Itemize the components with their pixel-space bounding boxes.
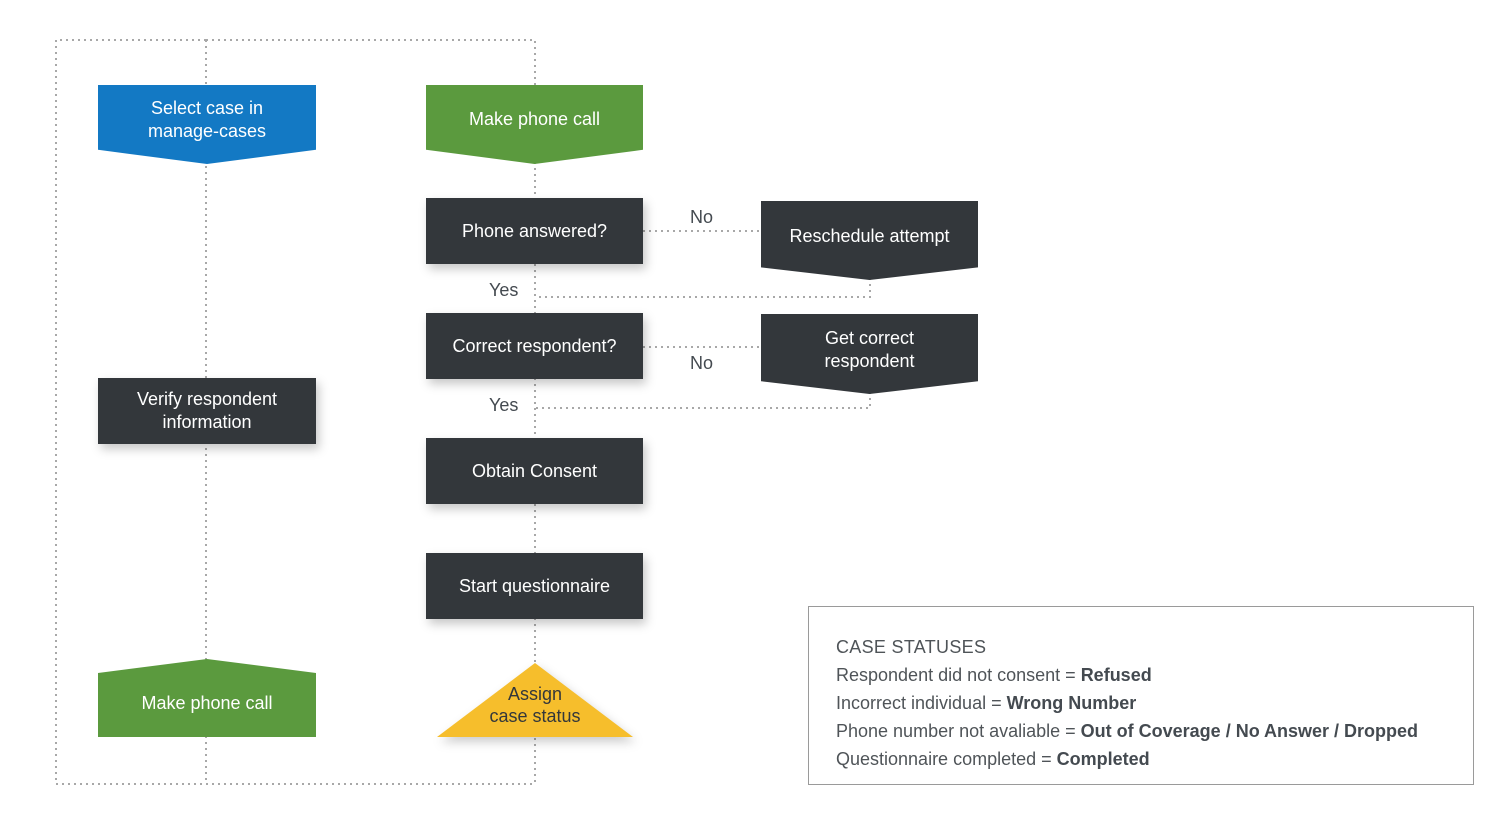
- return-branch-2-line: [535, 392, 871, 409]
- legend-title: CASE STATUSES: [836, 637, 987, 657]
- legend-row-status: Completed: [1056, 749, 1150, 769]
- verify-info-label: Verify respondent information: [136, 389, 278, 432]
- obtain-consent-label: Obtain Consent: [471, 460, 598, 481]
- correct-respondent-label: Correct respondent?: [452, 335, 617, 356]
- assign-status-label: Assign case status: [489, 684, 581, 726]
- assign-status-node: Assign case status: [437, 663, 633, 737]
- reschedule-node: Reschedule attempt: [761, 201, 978, 280]
- legend-row: Respondent did not consent = Refused: [836, 661, 1473, 689]
- legend-row-text: Questionnaire completed =: [836, 749, 1057, 769]
- make-call-top-node: Make phone call: [426, 85, 643, 164]
- select-case-node: Select case in manage-cases: [98, 85, 316, 164]
- loop-frame-line: [55, 39, 206, 785]
- correct-respondent-node: Correct respondent?: [426, 313, 643, 379]
- make-call-left-node: Make phone call: [98, 659, 316, 737]
- phone-answered-label: Phone answered?: [461, 220, 608, 241]
- legend-row: Questionnaire completed = Completed: [836, 745, 1473, 773]
- no-label-1: No: [690, 207, 714, 227]
- make-call-left-label: Make phone call: [141, 692, 273, 713]
- get-correct-label: Get correct respondent: [824, 328, 915, 371]
- verify-info-node: Verify respondent information: [98, 378, 316, 444]
- make-call-top-label: Make phone call: [468, 109, 601, 129]
- yes-label-2: Yes: [489, 395, 519, 415]
- legend-row-text: Respondent did not consent =: [836, 665, 1081, 685]
- legend-row-status: Wrong Number: [1006, 693, 1137, 713]
- legend-row-text: Incorrect individual =: [836, 693, 1007, 713]
- obtain-consent-node: Obtain Consent: [426, 438, 643, 504]
- yes-label-1: Yes: [489, 280, 519, 300]
- phone-answered-node: Phone answered?: [426, 198, 643, 264]
- return-branch-1-line: [535, 278, 871, 298]
- start-questionnaire-label: Start questionnaire: [458, 575, 611, 596]
- get-correct-node: Get correct respondent: [761, 314, 978, 394]
- loop-frame-top-line: [206, 39, 536, 85]
- legend-row-status: Refused: [1080, 665, 1152, 685]
- legend-row: Phone number not avaliable = Out of Cove…: [836, 717, 1473, 745]
- no-label-2: No: [690, 353, 714, 373]
- reschedule-label: Reschedule attempt: [789, 226, 950, 246]
- legend-row-text: Phone number not avaliable =: [836, 721, 1081, 741]
- legend-row-status: Out of Coverage / No Answer / Dropped: [1080, 721, 1419, 741]
- start-questionnaire-node: Start questionnaire: [426, 553, 643, 619]
- select-case-label: Select case in manage-cases: [147, 97, 267, 141]
- case-statuses-legend: CASE STATUSES Respondent did not consent…: [808, 606, 1474, 785]
- legend-row: Incorrect individual = Wrong Number: [836, 689, 1473, 717]
